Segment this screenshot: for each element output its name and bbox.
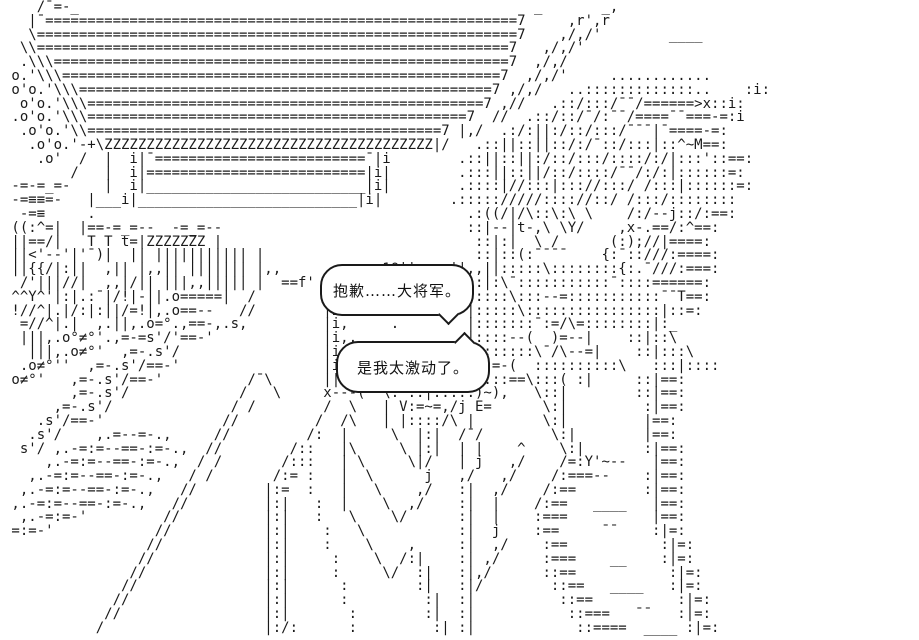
speech-text-2: 是我太激动了。 xyxy=(356,358,469,377)
ascii-art: /¯=-_ _ _, |¯===========================… xyxy=(11,0,771,636)
speech-bubble-1: 抱歉……大将军。 xyxy=(320,264,474,326)
speech-text-1: 抱歉……大将军。 xyxy=(332,281,461,300)
speech-bubble-2: 是我太激动了。 xyxy=(336,331,490,393)
